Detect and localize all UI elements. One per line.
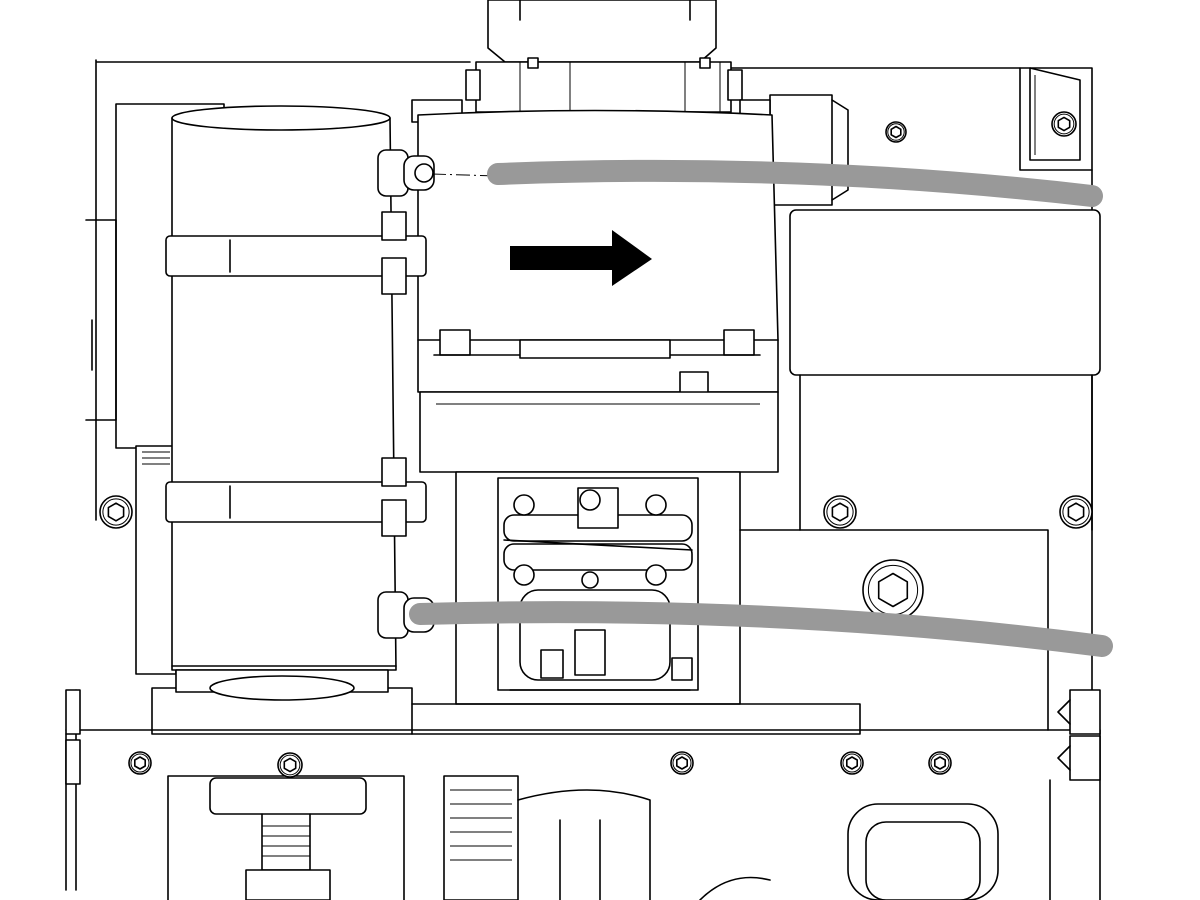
upper-hose bbox=[487, 159, 1103, 207]
motor-cap bbox=[411, 0, 771, 123]
cylinder-filter bbox=[165, 105, 427, 671]
bolt-head-icon bbox=[862, 559, 924, 621]
right-edge-connectors bbox=[65, 689, 1101, 785]
bolt-head-icon bbox=[823, 495, 857, 529]
flow-direction-arrow bbox=[510, 230, 652, 286]
bolt-head-icon bbox=[99, 495, 133, 529]
hoses bbox=[409, 159, 1113, 657]
lower-mechanism bbox=[209, 775, 999, 900]
bolt-head-icon bbox=[277, 752, 303, 778]
mounting-bolts bbox=[99, 111, 1093, 778]
bolt-head-icon bbox=[1059, 495, 1093, 529]
bolt-head-icon bbox=[840, 751, 864, 775]
right-housing-block bbox=[769, 94, 1101, 531]
bolt-head-icon bbox=[128, 751, 152, 775]
bolt-head-icon bbox=[885, 121, 907, 143]
bolt-head-icon bbox=[670, 751, 694, 775]
bolt-head-icon bbox=[928, 751, 952, 775]
lower-hose bbox=[409, 601, 1113, 657]
coupling-assembly bbox=[455, 471, 741, 705]
bolt-head-icon bbox=[1051, 111, 1077, 137]
